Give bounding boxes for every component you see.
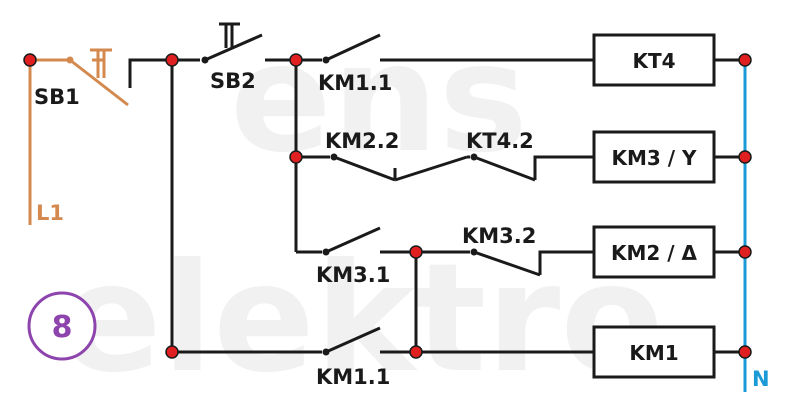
- kt4-2-label: KT4.2: [466, 129, 534, 153]
- km1-1-bottom-blade: [325, 326, 381, 354]
- sb1-output-wire: [128, 58, 172, 88]
- rung2-mid-wire-a: [394, 155, 468, 182]
- coil-kt4: [592, 33, 716, 87]
- kt4-2-blade: [473, 155, 536, 182]
- sb1-label: SB1: [34, 85, 80, 109]
- node-neutral-3: [738, 245, 752, 259]
- node-left-bus-bottom: [165, 345, 179, 359]
- node-neutral-4: [738, 345, 752, 359]
- node-bridge-top: [409, 245, 423, 259]
- km3-2-terminal: [470, 248, 478, 256]
- km1-1-top-blade: [325, 33, 381, 62]
- km3-2-blade: [473, 250, 541, 277]
- node-l1: [23, 53, 37, 67]
- km3-1-label: KM3.1: [316, 263, 390, 287]
- diagram-number-badge: [27, 291, 97, 361]
- rung2-output-wire: [533, 155, 594, 180]
- km2-2-terminal: [330, 153, 338, 161]
- coil-km1: [592, 325, 716, 379]
- l1-label: L1: [36, 201, 64, 225]
- node-left-bus-top: [165, 53, 179, 67]
- rung3-output-wire: [538, 250, 594, 275]
- junction-nodes: [23, 53, 752, 359]
- sb2-terminal: [201, 56, 209, 64]
- node-inner-mid: [289, 150, 303, 164]
- node-bridge-bottom: [409, 345, 423, 359]
- km3-1-terminal: [322, 248, 330, 256]
- km1-1-top-label: KM1.1: [318, 71, 392, 95]
- km2-2-blade: [333, 155, 396, 182]
- phase-supply: [28, 48, 129, 225]
- km1-1-bottom-terminal: [322, 348, 330, 356]
- watermark-bottom: elektro: [60, 232, 663, 406]
- coil-km2-label: KM2 / Δ: [611, 241, 698, 265]
- kt4-2-terminal: [470, 153, 478, 161]
- coil-km3-label: KM3 / Y: [611, 146, 697, 170]
- neutral-label: N: [752, 367, 770, 391]
- contact-terminals: [201, 56, 478, 356]
- km1-1-bottom-label: KM1.1: [316, 365, 390, 389]
- km3-1-blade: [325, 226, 381, 254]
- node-neutral-1: [738, 53, 752, 67]
- sb1-pivot: [66, 56, 74, 64]
- km3-2-label: KM3.2: [462, 224, 536, 248]
- km2-2-label: KM2.2: [325, 129, 399, 153]
- km1-1-top-terminal: [322, 56, 330, 64]
- sb2-label: SB2: [210, 69, 256, 93]
- diagram-number: 8: [52, 310, 73, 345]
- node-inner-top: [289, 53, 303, 67]
- coil-km1-label: KM1: [629, 341, 678, 365]
- coil-kt4-label: KT4: [632, 49, 675, 73]
- node-neutral-2: [738, 150, 752, 164]
- coils: [592, 33, 716, 379]
- sb1-contact-blade: [69, 58, 129, 107]
- coil-km2: [592, 225, 716, 279]
- coil-km3: [592, 130, 716, 184]
